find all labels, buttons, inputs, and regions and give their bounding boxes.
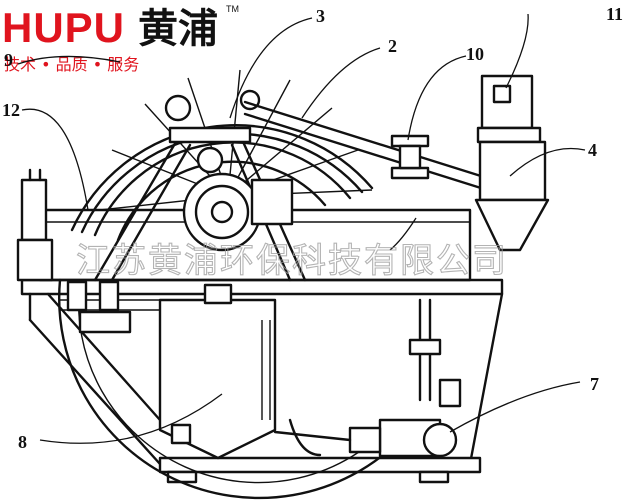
brand-name-cn: 黄浦 — [138, 6, 218, 52]
brand-logo: HUPU 黄浦 TM 技术 • 品质 • 服务 — [2, 4, 239, 74]
brand-name-en: HUPU — [2, 4, 125, 51]
callout-11: 11 — [606, 4, 623, 24]
callout-7: 7 — [590, 374, 599, 394]
callout-2: 2 — [388, 36, 397, 56]
slurry-trough — [38, 208, 472, 500]
callout-labels: 3 2 10 11 4 7 8 12 9 — [2, 4, 623, 452]
callout-leaders — [17, 13, 586, 444]
right-piping — [408, 298, 462, 408]
trademark-mark: TM — [226, 4, 239, 14]
callout-4: 4 — [588, 140, 597, 160]
receiver-tank — [158, 283, 277, 460]
callout-3: 3 — [316, 6, 325, 26]
brand-tagline: 技术 • 品质 • 服务 — [4, 55, 139, 74]
distribution-head — [182, 146, 294, 252]
callout-10: 10 — [466, 44, 484, 64]
callout-9: 9 — [4, 50, 13, 70]
pipe-clamps — [66, 280, 132, 334]
pump-unit — [273, 418, 458, 458]
left-valve — [16, 168, 54, 282]
company-watermark: 江苏黄浦环保科技有限公司 — [76, 241, 508, 281]
callout-12: 12 — [2, 100, 20, 120]
drive-motor — [474, 74, 550, 252]
callout-8: 8 — [18, 432, 27, 452]
